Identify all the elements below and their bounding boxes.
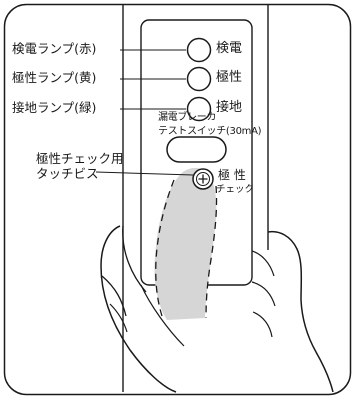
breaker-test-switch-label: 漏電ブレーカ テストスイッチ(30mA) xyxy=(158,112,262,137)
ground-lamp-icon xyxy=(186,96,212,122)
touch-screw-callout: 極性チェック用 タッチビス xyxy=(36,151,124,181)
hand-right-outline xyxy=(267,230,334,393)
finger-knuckle-3 xyxy=(252,311,273,338)
index-finger-outline xyxy=(140,284,185,347)
finger-knuckle-1 xyxy=(251,250,275,277)
outer-frame xyxy=(3,3,352,396)
detect-lamp-callout: 検電ランプ(赤) xyxy=(12,41,97,56)
finger-dashed-left xyxy=(155,179,175,317)
detect-lamp-icon xyxy=(186,37,212,63)
palm-crease xyxy=(109,303,128,333)
polarity-label: 極性 xyxy=(216,70,243,85)
ground-lamp-callout: 接地ランプ(緑) xyxy=(12,100,97,115)
screw-callout-line xyxy=(95,171,194,176)
finger-knuckle-2 xyxy=(251,281,276,307)
polarity-lamp-icon xyxy=(186,66,212,92)
test-switch-button xyxy=(166,136,227,163)
hand-left-outline xyxy=(100,225,177,393)
finger-touch-area xyxy=(154,167,217,320)
touch-screw-cross-icon xyxy=(198,174,208,184)
polarity-lamp-callout: 極性ランプ(黄) xyxy=(12,70,97,85)
detect-label: 検電 xyxy=(216,41,243,56)
ground-label: 接地 xyxy=(216,100,243,115)
thumb-crease xyxy=(101,275,127,317)
check-polarity-label: 極 性 xyxy=(218,168,246,182)
check-label: チェック xyxy=(216,184,255,195)
